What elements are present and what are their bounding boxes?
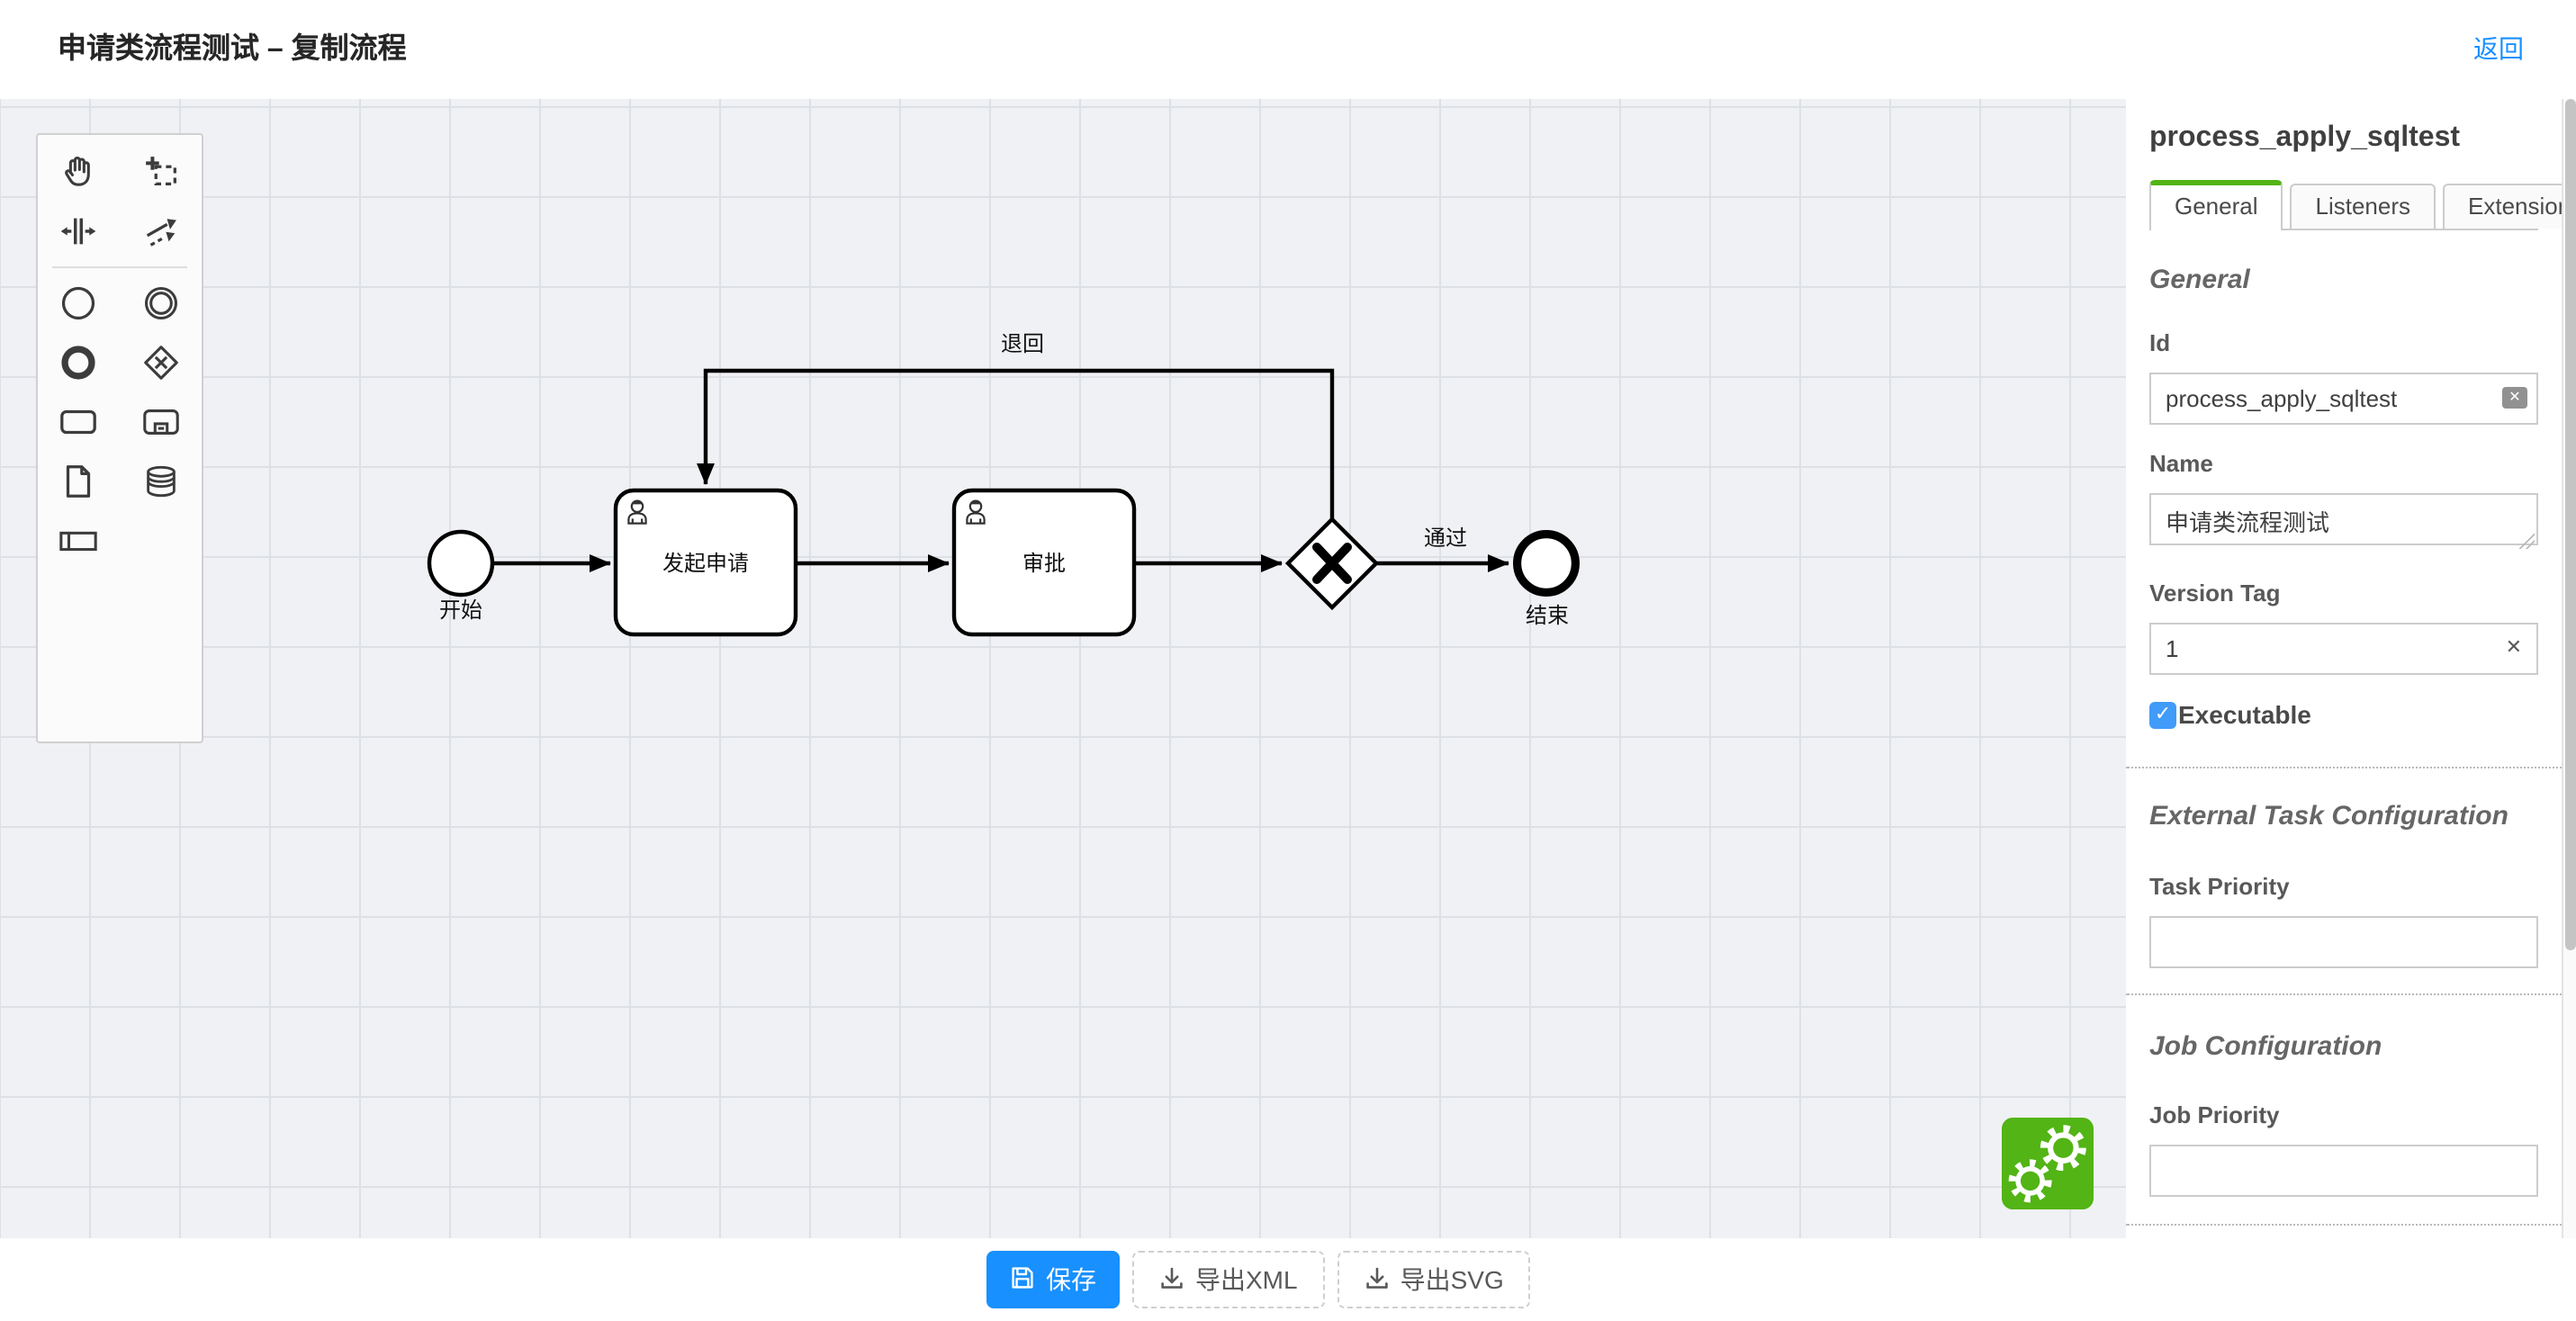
job-priority-input[interactable] [2149, 1145, 2538, 1198]
end-event-label: 结束 [1526, 604, 1569, 628]
section-divider [2126, 767, 2562, 769]
end-event-icon [59, 342, 100, 383]
data-store-icon [140, 461, 182, 502]
gateway-icon [140, 342, 182, 383]
properties-panel: process_apply_sqltest General Listeners … [2126, 99, 2562, 1238]
bpmn-palette [36, 133, 203, 743]
create-data-store[interactable] [120, 452, 202, 511]
scrollbar-thumb[interactable] [2565, 99, 2576, 950]
version-tag-input[interactable] [2149, 623, 2538, 676]
create-subprocess[interactable] [120, 392, 202, 452]
tab-listeners[interactable]: Listeners [2290, 184, 2436, 229]
palette-empty-cell [120, 511, 202, 571]
save-icon [1010, 1264, 1046, 1295]
start-event-icon [59, 283, 100, 324]
user-task-icon [627, 499, 647, 525]
section-divider [2126, 993, 2562, 996]
export-svg-label: 导出SVG [1400, 1265, 1504, 1294]
job-priority-label: Job Priority [2149, 1101, 2280, 1129]
intermediate-event-icon [140, 283, 182, 324]
export-xml-button[interactable]: 导出XML [1132, 1251, 1325, 1308]
create-task[interactable] [38, 392, 120, 452]
user-task-apply-node[interactable]: 发起申请 [613, 488, 798, 637]
participant-icon [59, 520, 100, 562]
user-task-icon [966, 499, 986, 525]
version-clear-icon[interactable]: ✕ [2505, 637, 2522, 660]
download-icon [1159, 1264, 1195, 1295]
footer-bar: 保存 导出XML 导出SVG [0, 1238, 2576, 1321]
panel-scrollbar[interactable] [2562, 99, 2576, 1238]
header: 申请类流程测试 – 复制流程 返回 [0, 0, 2576, 99]
create-exclusive-gateway[interactable] [120, 333, 202, 392]
export-svg-button[interactable]: 导出SVG [1337, 1251, 1531, 1308]
bpmn-io-logo[interactable] [2002, 1118, 2094, 1209]
connect-icon [140, 211, 182, 252]
end-event-node[interactable]: 结束 [1512, 530, 1580, 628]
task-priority-label: Task Priority [2149, 873, 2290, 901]
executable-checkbox[interactable] [2149, 701, 2176, 729]
save-button[interactable]: 保存 [986, 1251, 1120, 1308]
name-textarea[interactable]: 申请类流程测试 [2149, 493, 2538, 546]
gear-icon [2008, 1159, 2052, 1203]
executable-label: Executable [2178, 700, 2311, 730]
tab-extensions[interactable]: Extensions [2443, 184, 2562, 229]
id-clear-icon[interactable]: ✕ [2502, 387, 2527, 409]
section-divider [2126, 1224, 2562, 1227]
gear-icon [2040, 1125, 2086, 1172]
flow-back-label: 退回 [1001, 332, 1044, 356]
resize-handle-icon[interactable] [2518, 533, 2535, 550]
flow-gateway-back-to-apply[interactable] [697, 368, 1335, 518]
tab-general[interactable]: General [2149, 180, 2283, 230]
subprocess-icon [140, 401, 182, 443]
name-label: Name [2149, 450, 2213, 478]
gateway-x-marker [1312, 543, 1352, 584]
palette-separator [52, 266, 187, 268]
download-icon [1365, 1264, 1401, 1295]
create-intermediate-event[interactable] [120, 274, 202, 333]
create-data-object[interactable] [38, 452, 120, 511]
bpmn-diagram: 开始 发起申请 审批 [427, 332, 1580, 637]
task-icon [59, 401, 100, 443]
user-task-apply-label: 发起申请 [662, 552, 749, 576]
data-object-icon [59, 461, 100, 502]
lasso-icon [140, 151, 182, 193]
export-xml-label: 导出XML [1195, 1265, 1298, 1294]
start-event-node[interactable]: 开始 [427, 529, 495, 623]
hand-icon [59, 151, 100, 193]
section-general-heading: General [2149, 265, 2250, 295]
section-external-task-heading: External Task Configuration [2149, 801, 2508, 832]
exclusive-gateway-node[interactable] [1284, 516, 1380, 611]
create-end-event[interactable] [38, 333, 120, 392]
section-job-heading: Job Configuration [2149, 1031, 2382, 1063]
user-task-approve-label: 审批 [1022, 552, 1066, 576]
flow-pass-label: 通过 [1424, 526, 1467, 551]
space-tool-icon [59, 211, 100, 252]
global-connect-tool[interactable] [120, 202, 202, 261]
create-participant[interactable] [38, 511, 120, 571]
lasso-tool[interactable] [120, 142, 202, 202]
start-event-label: 开始 [439, 598, 482, 623]
hand-tool[interactable] [38, 142, 120, 202]
process-id-title: process_apply_sqltest [2149, 122, 2461, 153]
panel-tabs: General Listeners Extensions [2149, 180, 2562, 230]
version-tag-label: Version Tag [2149, 580, 2281, 607]
sequence-flows [493, 368, 1509, 572]
task-priority-input[interactable] [2149, 916, 2538, 969]
space-tool[interactable] [38, 202, 120, 261]
back-link[interactable]: 返回 [2473, 34, 2524, 63]
page-title: 申请类流程测试 – 复制流程 [58, 34, 407, 65]
user-task-approve-node[interactable]: 审批 [951, 488, 1137, 637]
save-button-label: 保存 [1046, 1265, 1096, 1294]
id-label: Id [2149, 329, 2171, 357]
executable-row: Executable [2149, 701, 2538, 730]
id-input[interactable] [2149, 373, 2538, 426]
create-start-event[interactable] [38, 274, 120, 333]
